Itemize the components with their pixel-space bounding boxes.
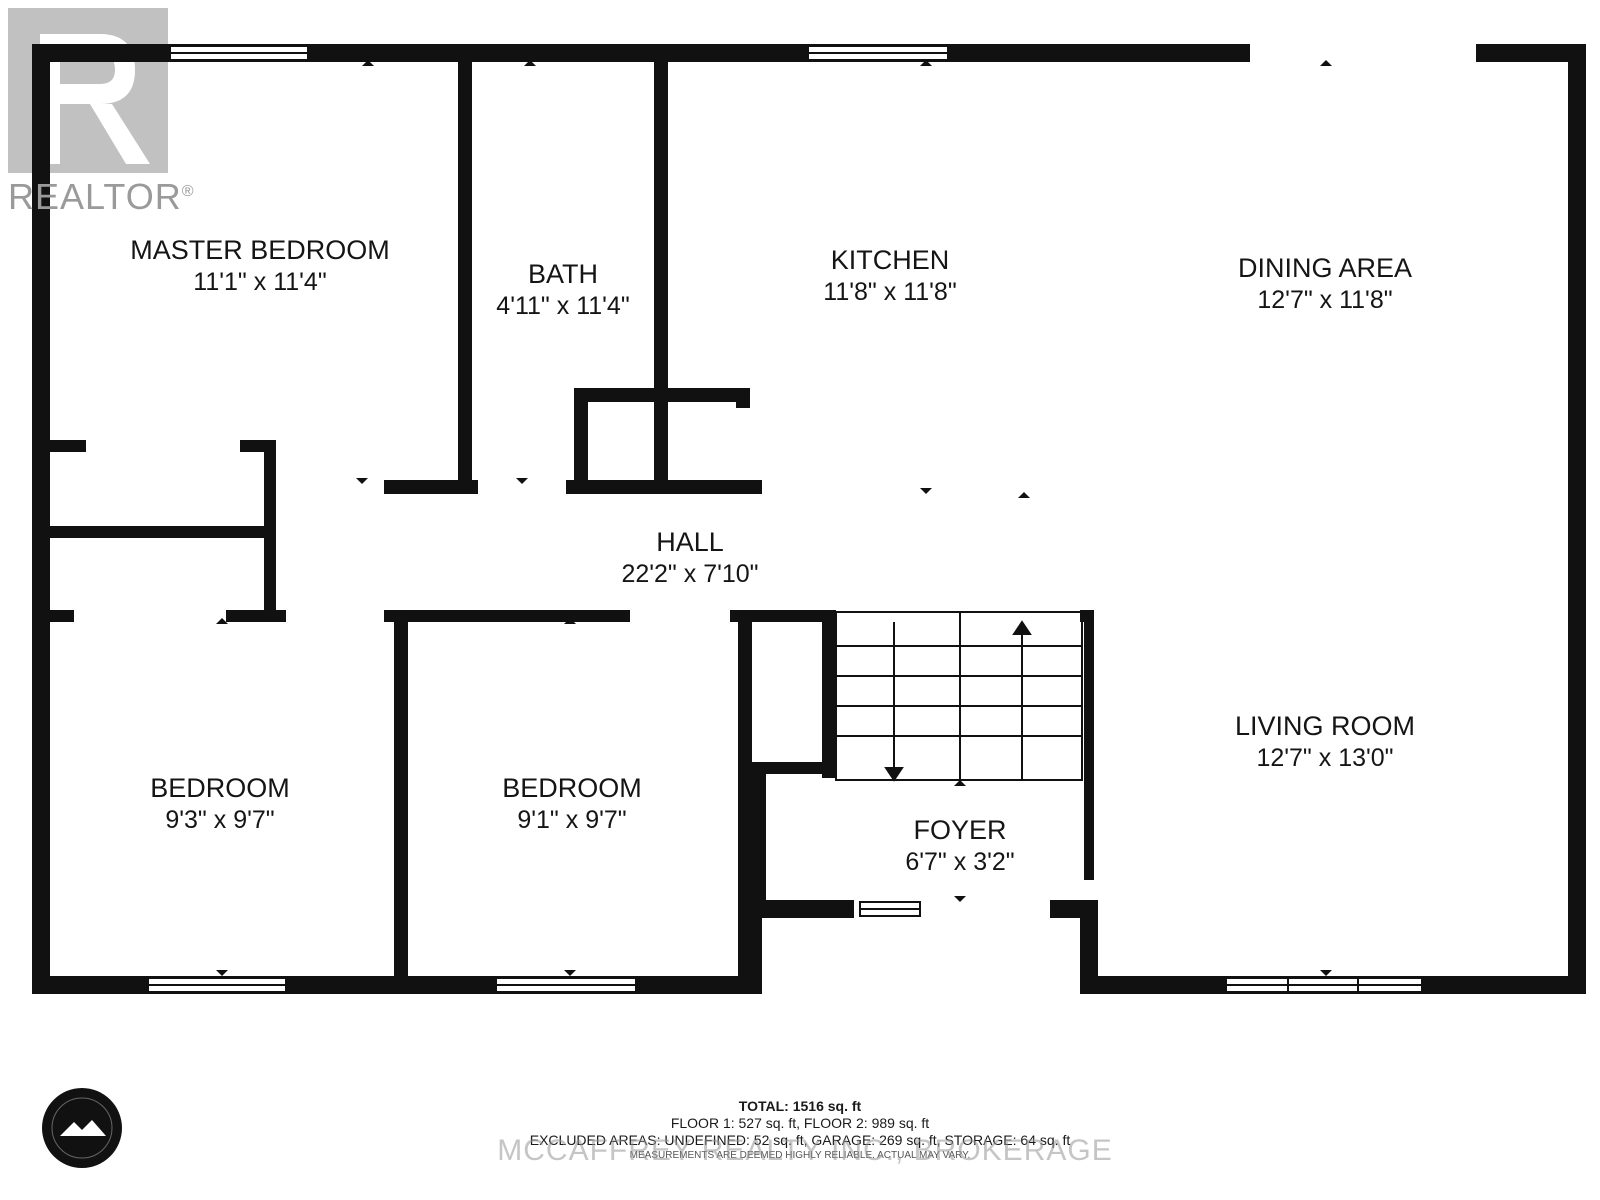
realtor-wordmark: REALTOR® xyxy=(8,176,195,218)
room-dimensions: 4'11" x 11'4" xyxy=(496,292,630,320)
room-bath: BATH 4'11" x 11'4" xyxy=(470,258,656,322)
room-living-room: LIVING ROOM 12'7" x 13'0" xyxy=(1180,710,1470,774)
windows xyxy=(147,45,1423,993)
dimension-markers xyxy=(216,60,1332,976)
room-dimensions: 12'7" x 13'0" xyxy=(1256,744,1394,772)
room-dining-area: DINING AREA 12'7" x 11'8" xyxy=(1180,252,1470,316)
patio-door xyxy=(1250,44,1476,62)
room-dimensions: 6'7" x 3'2" xyxy=(905,848,1015,876)
room-name: LIVING ROOM xyxy=(1234,711,1416,741)
room-name: BATH xyxy=(527,259,598,289)
realtor-text: REALTOR xyxy=(8,176,182,217)
room-master-bedroom: MASTER BEDROOM 11'1" x 11'4" xyxy=(110,234,410,298)
room-hall: HALL 22'2" x 7'10" xyxy=(560,526,820,590)
room-dimensions: 11'1" x 11'4" xyxy=(193,268,327,296)
excluded-areas: EXCLUDED AREAS: UNDEFINED: 52 sq. ft, GA… xyxy=(529,1132,1071,1148)
room-name: KITCHEN xyxy=(830,245,950,275)
room-dimensions: 9'1" x 9'7" xyxy=(517,806,627,834)
room-foyer: FOYER 6'7" x 3'2" xyxy=(860,814,1060,878)
total-area: TOTAL: 1516 sq. ft xyxy=(738,1098,862,1114)
walls xyxy=(32,44,1586,994)
room-name: FOYER xyxy=(913,815,1007,845)
staircase xyxy=(835,611,1083,782)
registered-mark: ® xyxy=(181,183,195,200)
area-summary: TOTAL: 1516 sq. ft FLOOR 1: 527 sq. ft, … xyxy=(400,1098,1200,1163)
room-bedroom-left: BEDROOM 9'3" x 9'7" xyxy=(110,772,330,836)
room-name: BEDROOM xyxy=(150,773,290,803)
badge-logo xyxy=(42,1088,122,1168)
room-dimensions: 11'8" x 11'8" xyxy=(823,278,957,306)
room-bedroom-mid: BEDROOM 9'1" x 9'7" xyxy=(462,772,682,836)
room-name: BEDROOM xyxy=(502,773,642,803)
room-dimensions: 12'7" x 11'8" xyxy=(1257,286,1393,314)
room-dimensions: 22'2" x 7'10" xyxy=(621,560,759,588)
room-name: DINING AREA xyxy=(1237,253,1413,283)
floor-areas: FLOOR 1: 527 sq. ft, FLOOR 2: 989 sq. ft xyxy=(670,1115,930,1131)
room-kitchen: KITCHEN 11'8" x 11'8" xyxy=(760,244,1020,308)
room-name: MASTER BEDROOM xyxy=(130,235,390,265)
brokerage-watermark: MCCAFFREY REALTY INC., BROKERAGE xyxy=(497,1134,1113,1167)
room-name: HALL xyxy=(656,527,724,557)
disclaimer: MEASUREMENTS ARE DEEMED HIGHLY RELIABLE.… xyxy=(629,1150,971,1161)
room-dimensions: 9'3" x 9'7" xyxy=(165,806,275,834)
